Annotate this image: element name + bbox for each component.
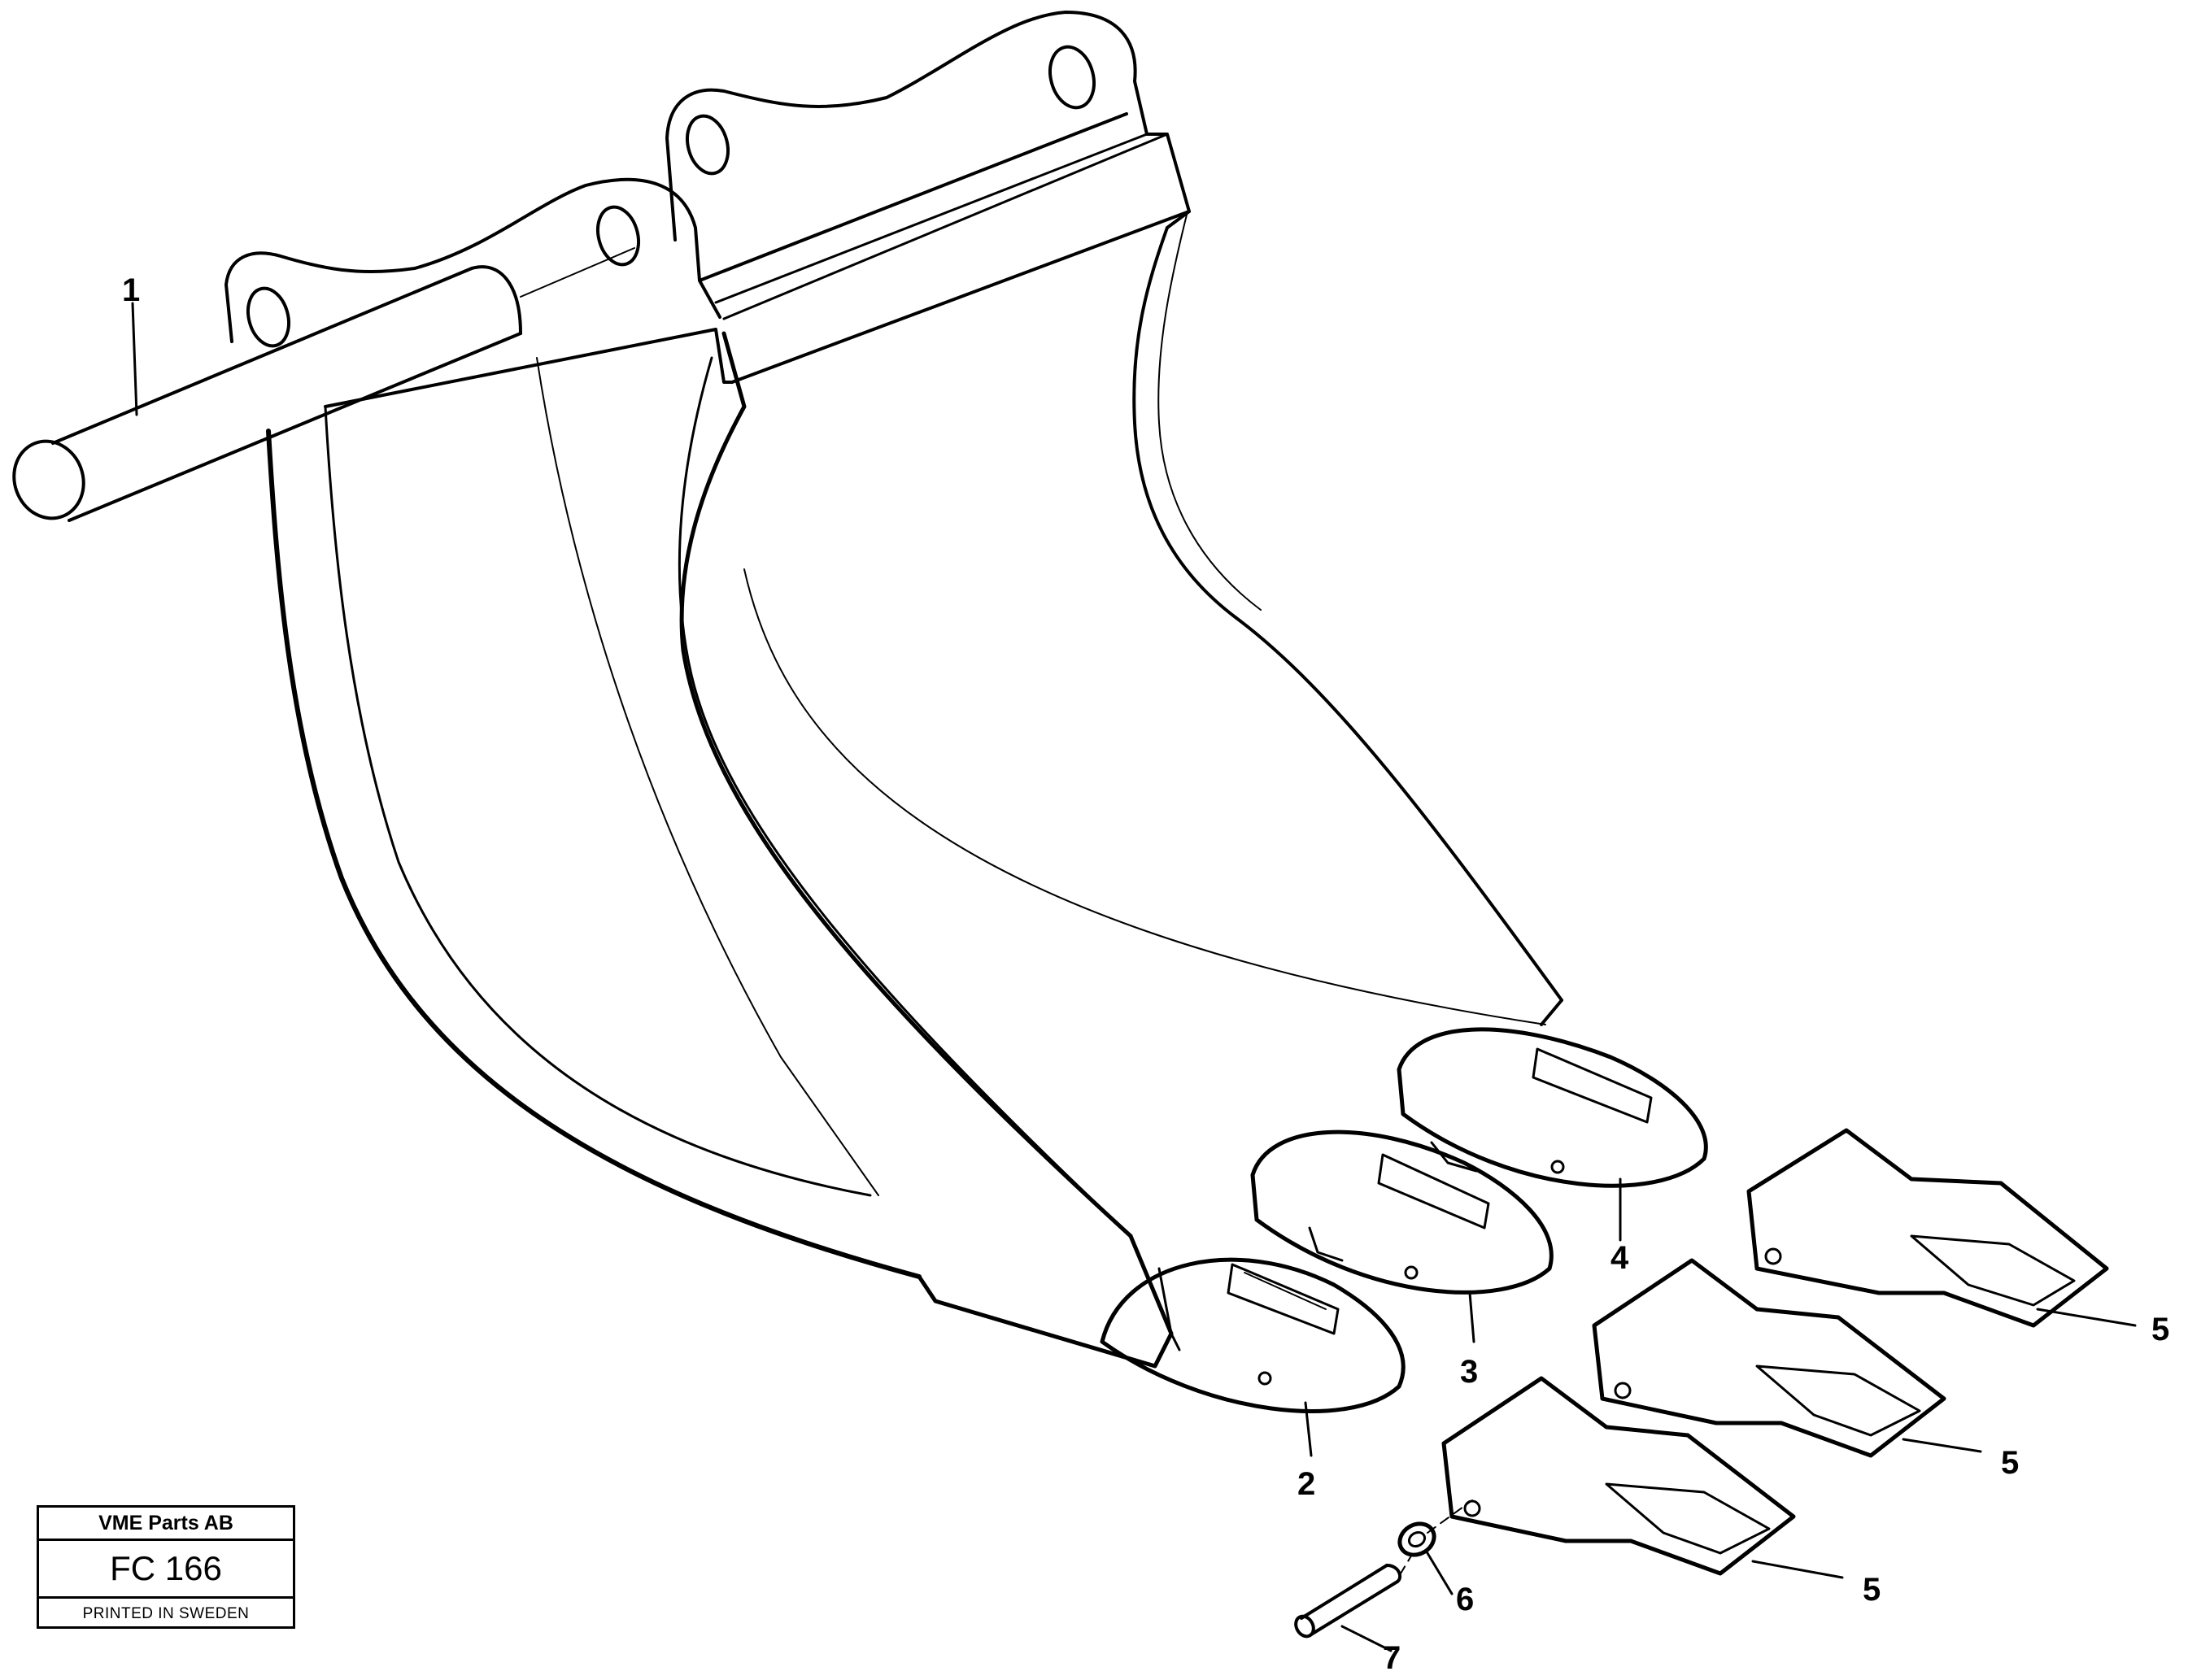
leader-7	[1340, 1625, 1393, 1652]
adapter-4	[1397, 1027, 1708, 1188]
tooth-middle	[1592, 1258, 1946, 1458]
company-name: VME Parts AB	[39, 1508, 293, 1541]
adapter-2	[1100, 1257, 1406, 1413]
leader-5a	[2036, 1308, 2137, 1327]
bucket-body	[266, 211, 1563, 1369]
callout-7: 7	[1383, 1640, 1401, 1676]
rear-bracket	[665, 11, 1191, 384]
leader-6	[1426, 1552, 1454, 1595]
title-block: VME Parts AB FC 166 PRINTED IN SWEDEN	[37, 1505, 295, 1629]
leader-lines	[131, 302, 2137, 1652]
callout-5-lower: 5	[1863, 1572, 1881, 1608]
callout-3: 3	[1460, 1354, 1478, 1390]
callout-6: 6	[1456, 1582, 1474, 1617]
washer	[1397, 1499, 1473, 1557]
pin-shaft	[12, 247, 635, 522]
leader-1	[131, 302, 138, 416]
callout-5-upper: 5	[2151, 1312, 2169, 1347]
callout-2: 2	[1297, 1466, 1315, 1502]
adapter-3	[1250, 1129, 1554, 1295]
tooth-lower	[1441, 1376, 1796, 1576]
leader-5c	[1751, 1560, 1844, 1579]
leader-3	[1468, 1291, 1475, 1343]
callout-5-middle: 5	[2001, 1445, 2019, 1481]
printed-in-label: PRINTED IN SWEDEN	[82, 1605, 250, 1622]
retaining-pin	[1294, 1548, 1416, 1639]
callout-1: 1	[122, 272, 140, 308]
leader-2	[1304, 1401, 1313, 1457]
tooth-upper	[1746, 1128, 2109, 1328]
callout-4: 4	[1610, 1240, 1629, 1276]
leader-5b	[1902, 1438, 1982, 1453]
callout-labels: 1 2 3 4 5 5 5 6 7	[122, 272, 2169, 1676]
front-bracket	[224, 177, 721, 348]
figure-code: FC 166	[39, 1541, 293, 1599]
